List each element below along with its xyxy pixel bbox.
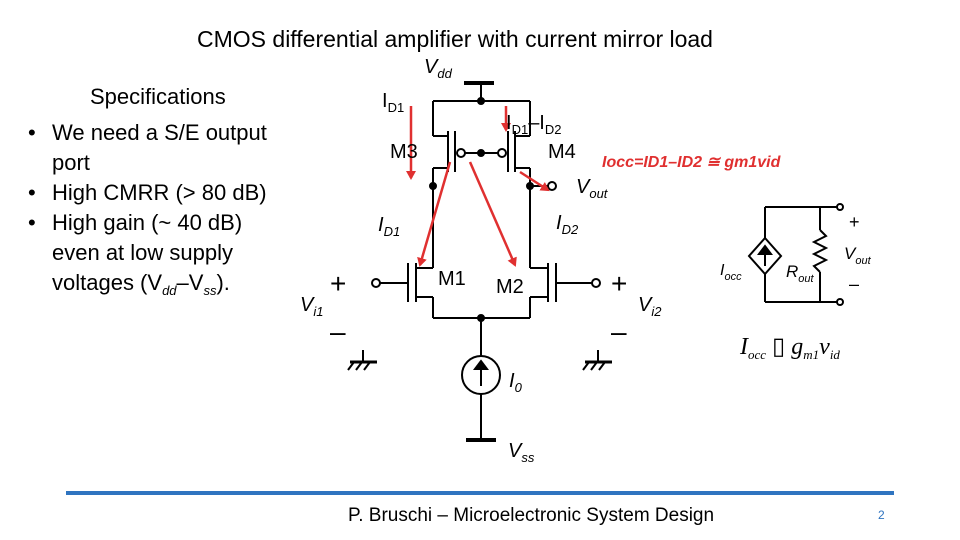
specifications-heading: Specifications: [90, 84, 226, 109]
footer-rule: [66, 491, 894, 495]
id2-label: ID2: [556, 212, 579, 237]
vdd-label: Vdd: [424, 56, 452, 81]
spec-list: We need a S/E output port High CMRR (> 8…: [28, 118, 267, 306]
norton-plus: +: [849, 212, 860, 232]
vi1-label: Vi1: [300, 294, 324, 319]
spec-item-gain: High gain (~ 40 dB): [28, 208, 267, 238]
vi2-plus: +: [611, 268, 628, 299]
vi2-label: Vi2: [638, 294, 662, 319]
norton-minus: –: [849, 274, 860, 294]
current-equation: Iocc=ID1–ID2 ≅ gm1vid: [602, 154, 781, 171]
spec-item-cmrr: High CMRR (> 80 dB): [28, 178, 267, 208]
current-arrows: [406, 106, 550, 267]
m3-label: M3: [390, 141, 418, 163]
spec-text: We need a S/E output: [52, 120, 267, 145]
spec-text: even at low supply: [52, 240, 233, 265]
spec-text: voltages (V: [52, 270, 163, 295]
spec-sub: dd: [162, 283, 177, 298]
spec-text: port: [52, 150, 90, 175]
spec-text: High CMRR (> 80 dB): [52, 180, 267, 205]
vi1-minus: –: [330, 316, 346, 347]
slide-title: CMOS differential amplifier with current…: [197, 26, 713, 52]
norton-vout-label: Vout: [844, 244, 871, 267]
norton-rout-label: Rout: [786, 262, 814, 285]
page-number: 2: [878, 508, 885, 522]
m1-label: M1: [438, 268, 466, 290]
vi2-minus: –: [611, 316, 627, 347]
id1-top-label: ID1: [382, 90, 405, 115]
spec-item-gain-cont: even at low supply: [28, 238, 267, 268]
spec-item-gain-cont2: voltages (Vdd–Vss).: [28, 268, 267, 306]
norton-iocc-label: Iocc: [720, 262, 742, 283]
vss-label: Vss: [508, 440, 535, 465]
circuit-wires: [347, 81, 844, 442]
spec-text: ).: [216, 270, 230, 295]
spec-item-output: We need a S/E output: [28, 118, 267, 148]
m2-label: M2: [496, 276, 524, 298]
spec-text: –V: [176, 270, 204, 295]
transconductance-equation: Iocc ▯ gm1vid: [740, 334, 840, 362]
vout-label: Vout: [576, 176, 608, 201]
vi1-plus: +: [330, 268, 347, 299]
id1-label: ID1: [378, 214, 401, 239]
i0-label: I0: [509, 370, 522, 395]
spec-sub: ss: [203, 283, 217, 298]
spec-text: High gain (~ 40 dB): [52, 210, 243, 235]
spec-item-output-cont: port: [28, 148, 267, 178]
footer-text: P. Bruschi – Microelectronic System Desi…: [348, 505, 715, 526]
id-diff-label: ID1–ID2: [506, 112, 562, 137]
m4-label: M4: [548, 141, 576, 163]
